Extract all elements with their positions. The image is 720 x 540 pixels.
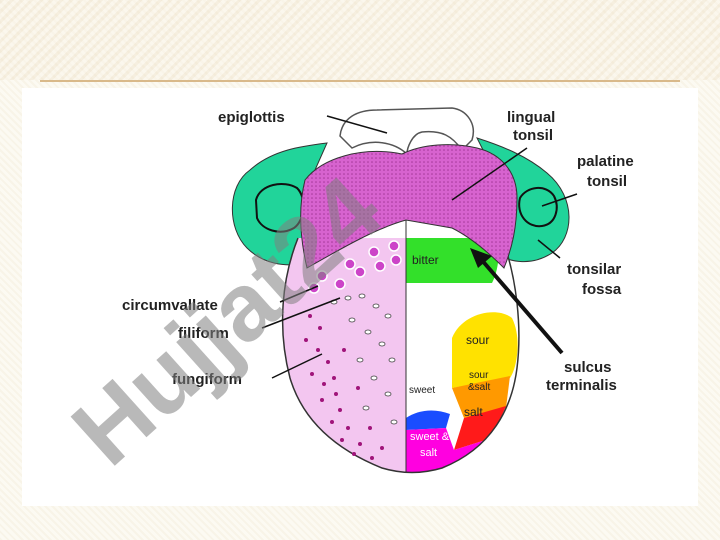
zone-label-sour-salt-2: &salt	[468, 382, 490, 393]
label-circumvallate: circumvallate	[122, 297, 218, 314]
fungiform-papillae	[304, 314, 384, 460]
label-epiglottis: epiglottis	[218, 109, 285, 126]
leader-lines	[261, 115, 578, 379]
zone-salt	[454, 406, 506, 450]
right-palatine-tonsil	[518, 187, 558, 228]
zone-label-sweet-salt-1: sweet &	[410, 431, 450, 443]
header-rule	[40, 80, 680, 82]
left-palatine-tonsil	[254, 183, 305, 233]
label-fungiform: fungiform	[172, 371, 242, 388]
label-palatine-tonsil: tonsil	[587, 173, 627, 190]
zone-sweet-salt	[406, 428, 492, 473]
epiglottis-shape	[339, 107, 474, 156]
circumvallate-papillae	[308, 240, 402, 294]
zone-label-sour: sour	[466, 333, 489, 347]
zone-label-sweet: sweet	[409, 385, 435, 396]
tongue-diagram: epiglottis lingual tonsil palatine tonsi…	[122, 107, 634, 474]
zone-label-salt: salt	[464, 405, 483, 419]
zone-bitter	[406, 238, 499, 283]
zone-label-bitter: bitter	[412, 253, 439, 267]
zone-sour-salt	[452, 376, 510, 418]
zone-label-sour-salt-1: sour	[469, 370, 489, 381]
lingual-tonsil-region	[300, 144, 518, 269]
sulcus-terminalis-arrow	[470, 248, 564, 355]
label-sulcus: sulcus	[564, 359, 612, 376]
label-lingual: lingual	[507, 109, 555, 126]
zone-sweet	[406, 410, 450, 430]
label-tonsilar: tonsilar	[567, 261, 621, 278]
zone-label-sweet-salt-2: salt	[420, 447, 437, 459]
zone-sour	[452, 312, 518, 388]
label-filiform: filiform	[178, 325, 229, 342]
label-terminalis: terminalis	[546, 377, 617, 394]
label-palatine: palatine	[577, 153, 634, 170]
filiform-papillae	[330, 293, 398, 425]
slide-header-band	[0, 0, 720, 80]
label-fossa: fossa	[582, 281, 622, 298]
label-lingual-tonsil: tonsil	[513, 127, 553, 144]
